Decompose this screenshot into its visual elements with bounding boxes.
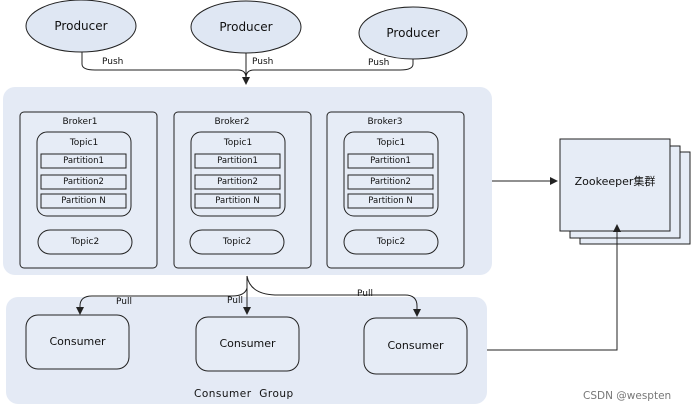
topic2-label: Topic2: [376, 237, 406, 247]
producer-label: Producer: [386, 26, 440, 40]
consumer-group-label: Consumer Group: [194, 388, 294, 400]
partition-label: Partition2: [370, 177, 411, 187]
producer-label: Producer: [219, 20, 273, 34]
partition-label: Partition2: [217, 177, 258, 187]
partition-label: Partition2: [63, 177, 104, 187]
broker-title: Broker3: [367, 117, 403, 127]
pull-label: Pull: [227, 296, 243, 306]
producer-label: Producer: [54, 19, 108, 33]
consumer-to-zookeeper-arrow: [487, 224, 621, 351]
watermark: CSDN @wespten: [583, 390, 672, 402]
partition-label: Partition N: [61, 196, 106, 206]
broker-box: [173, 111, 312, 269]
topic-title: Topic1: [223, 138, 253, 148]
zookeeper-cluster-box: [559, 138, 691, 245]
pull-connector: [76, 276, 248, 315]
partition-label: Partition N: [368, 196, 413, 206]
broker-box: [19, 111, 158, 269]
consumer-node: [363, 317, 468, 375]
zookeeper-label: Zookeeper集群: [574, 175, 656, 188]
pull-label: Pull: [116, 297, 132, 307]
broker-title: Broker2: [214, 117, 250, 127]
broker-title: Broker1: [62, 117, 98, 127]
topic-title: Topic1: [69, 138, 99, 148]
topic-title: Topic1: [376, 138, 406, 148]
push-connector: [81, 52, 247, 79]
partition-label: Partition N: [215, 196, 260, 206]
push-label: Push: [102, 57, 124, 67]
consumer-node: [195, 316, 300, 372]
consumer-label: Consumer: [49, 335, 106, 348]
push-label: Push: [368, 58, 390, 68]
consumer-label: Consumer: [219, 337, 276, 350]
consumer-node: [25, 314, 130, 370]
partition-label: Partition1: [370, 156, 411, 166]
push-connector: [245, 59, 414, 79]
topic2-label: Topic2: [222, 237, 252, 247]
broker-box: [326, 111, 465, 269]
pull-connector: [246, 275, 421, 317]
topic2-label: Topic2: [70, 237, 100, 247]
producer-node: [25, 0, 137, 53]
push-label: Push: [252, 57, 274, 67]
pull-label: Pull: [357, 289, 373, 299]
partition-label: Partition1: [217, 156, 258, 166]
partition-label: Partition1: [63, 156, 104, 166]
consumer-label: Consumer: [387, 339, 444, 352]
